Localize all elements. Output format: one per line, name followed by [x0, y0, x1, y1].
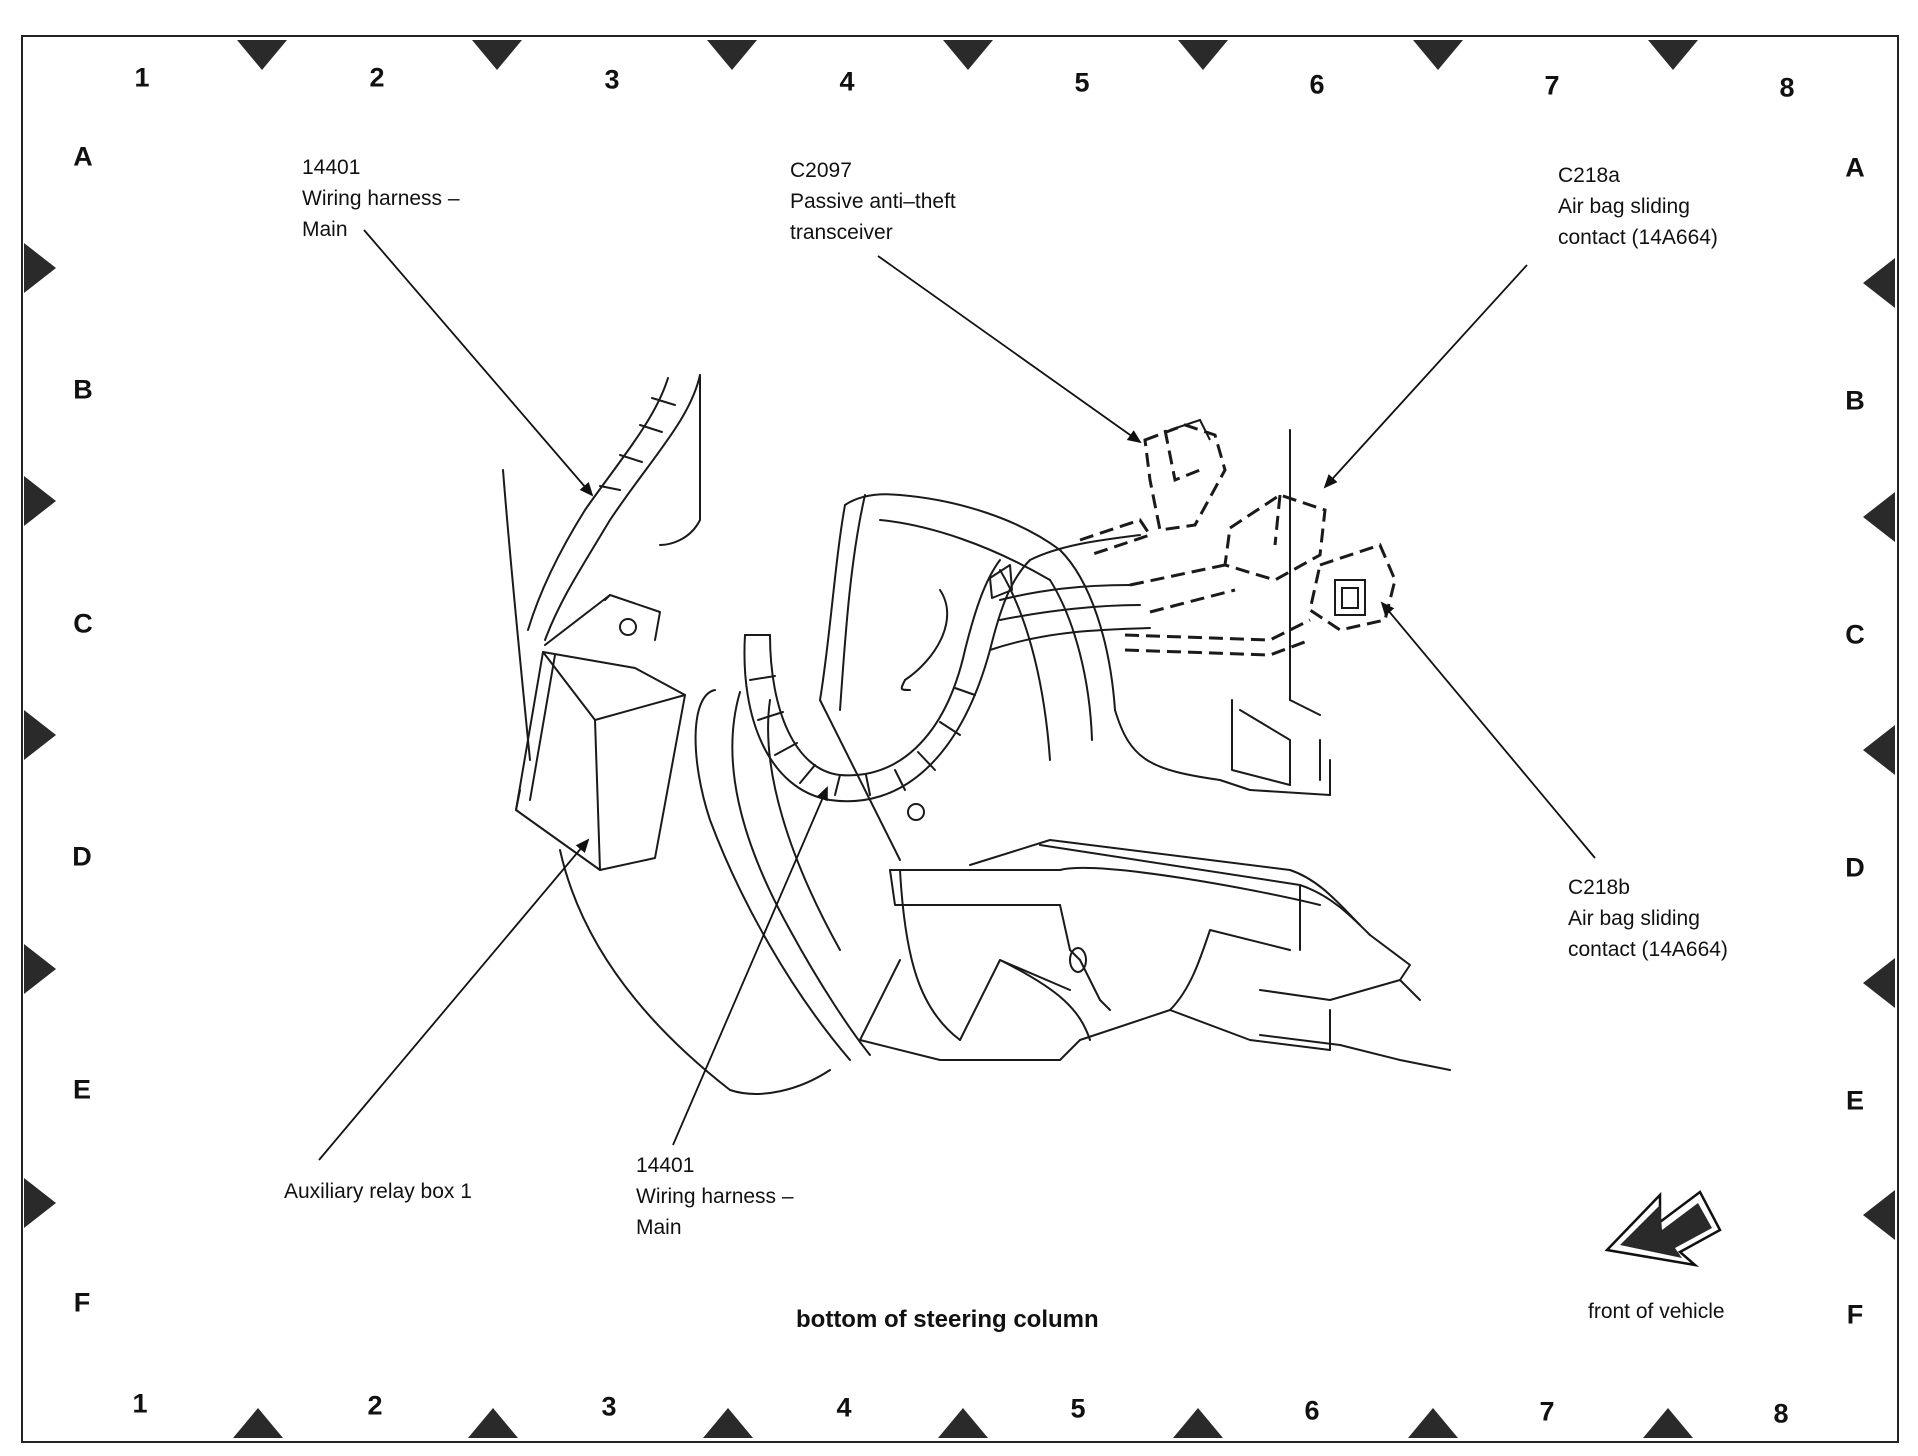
- front-of-vehicle-arrow-icon: [1604, 1190, 1722, 1267]
- callout-harness-bottom: 14401 Wiring harness – Main: [636, 1150, 794, 1243]
- callout-harness-bottom-code: 14401: [636, 1154, 695, 1177]
- callout-c218b-code: C218b: [1568, 876, 1630, 899]
- grid-row-left-C: C: [73, 608, 93, 639]
- grid-col-top-3: 3: [604, 64, 620, 95]
- callout-harness-top-code: 14401: [302, 156, 361, 179]
- grid-col-top-1: 1: [134, 62, 150, 93]
- leader-lines: [318, 229, 1596, 1161]
- grid-col-top-7: 7: [1544, 70, 1560, 101]
- grid-col-top-4: 4: [839, 66, 855, 97]
- steering-column-illustration: [502, 374, 1451, 1095]
- callout-relay-box: Auxiliary relay box 1: [284, 1180, 472, 1203]
- grid-col-top-6: 6: [1309, 69, 1325, 100]
- right-grid-markers: [1863, 258, 1895, 1240]
- grid-col-bottom-4: 4: [836, 1392, 852, 1423]
- diagram-border: [21, 35, 1899, 1443]
- callout-c2097-code: C2097: [790, 159, 852, 182]
- callout-c218a-code: C218a: [1558, 164, 1620, 187]
- grid-col-bottom-7: 7: [1539, 1396, 1555, 1427]
- view-caption: bottom of steering column: [796, 1306, 1099, 1333]
- grid-row-left-F: F: [73, 1287, 91, 1318]
- grid-row-right-A: A: [1845, 152, 1865, 183]
- callout-harness-bottom-desc2: Main: [636, 1216, 682, 1239]
- grid-row-left-D: D: [72, 841, 92, 872]
- callout-c218a-desc2: contact (14A664): [1558, 226, 1718, 249]
- grid-row-right-C: C: [1845, 619, 1865, 650]
- grid-row-left-B: B: [73, 374, 93, 405]
- grid-col-bottom-8: 8: [1773, 1398, 1789, 1429]
- top-grid-markers: [237, 40, 1698, 70]
- grid-col-top-5: 5: [1074, 67, 1090, 98]
- left-grid-markers: [24, 243, 56, 1228]
- leader-harness-top: [363, 229, 594, 497]
- callout-harness-bottom-desc: Wiring harness –: [636, 1185, 794, 1208]
- callout-c218b: C218b Air bag sliding contact (14A664): [1568, 872, 1728, 965]
- grid-col-bottom-6: 6: [1304, 1395, 1320, 1426]
- leader-c2097: [877, 255, 1142, 444]
- grid-row-right-B: B: [1845, 385, 1865, 416]
- grid-col-top-8: 8: [1779, 72, 1795, 103]
- leader-relay-box: [318, 838, 590, 1161]
- leader-c218a: [1323, 264, 1528, 489]
- connector-outlines: [1079, 423, 1397, 657]
- callout-harness-top: 14401 Wiring harness – Main: [302, 152, 460, 245]
- callout-c2097-desc2: transceiver: [790, 221, 893, 244]
- grid-col-bottom-3: 3: [601, 1391, 617, 1422]
- callout-c218b-desc: Air bag sliding: [1568, 907, 1700, 930]
- connector-details: [1169, 418, 1366, 616]
- callout-c2097-desc: Passive anti–theft: [790, 190, 956, 213]
- callout-c218a: C218a Air bag sliding contact (14A664): [1558, 160, 1718, 253]
- grid-col-bottom-1: 1: [132, 1388, 148, 1419]
- front-of-vehicle-label: front of vehicle: [1588, 1300, 1725, 1323]
- grid-row-right-D: D: [1845, 852, 1865, 883]
- leader-harness-bottom: [672, 786, 828, 1146]
- grid-col-bottom-5: 5: [1070, 1393, 1086, 1424]
- grid-row-left-E: E: [72, 1074, 92, 1105]
- callout-c218b-desc2: contact (14A664): [1568, 938, 1728, 961]
- grid-col-bottom-2: 2: [367, 1390, 383, 1421]
- callout-c218a-desc: Air bag sliding: [1558, 195, 1690, 218]
- grid-row-left-A: A: [73, 141, 93, 172]
- callout-harness-top-desc: Wiring harness –: [302, 187, 460, 210]
- leader-c218b: [1380, 601, 1596, 859]
- grid-row-right-F: F: [1846, 1299, 1864, 1330]
- grid-row-right-E: E: [1845, 1085, 1865, 1116]
- grid-col-top-2: 2: [369, 62, 385, 93]
- callout-c2097: C2097 Passive anti–theft transceiver: [790, 155, 956, 248]
- callout-harness-top-desc2: Main: [302, 218, 348, 241]
- bottom-grid-markers: [233, 1408, 1693, 1438]
